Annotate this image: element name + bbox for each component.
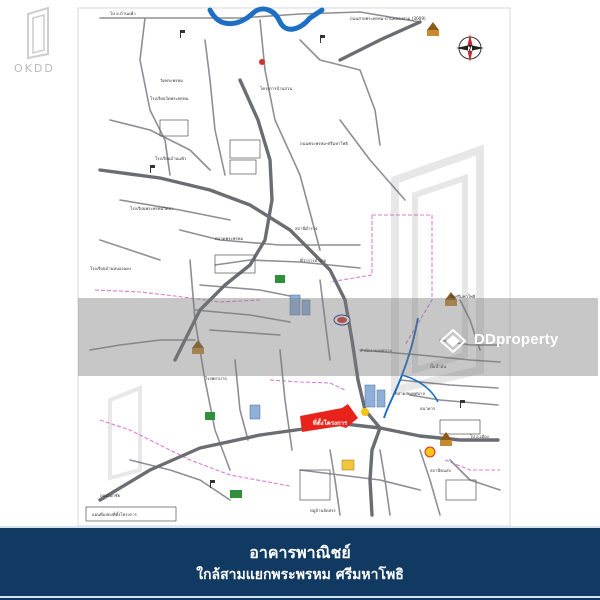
poi-label: หมู่บ้านจัดสรร [310, 508, 336, 514]
flag-icons [150, 30, 465, 488]
urban-blocks [159, 119, 481, 501]
poi-label: โครงการบ้านสวน [260, 86, 292, 91]
title-banner [0, 527, 600, 600]
poi-label: โรงเรียนพระพรหมวิทยา [130, 206, 173, 211]
banner-subtitle: ใกล้สามแยกพระพรหม ศรีมหาโพธิ [196, 567, 404, 583]
poi-label: สถานีตำรวจ [295, 226, 318, 231]
site-marker-label: ที่ตั้งโครงการ [313, 417, 348, 427]
road-label: โรงเรียนวัดพระพรหม [150, 96, 189, 101]
poi-label: วัดศรีมหาโพธิ [450, 294, 476, 299]
poi-labels: โรงเรียนพระพรหมวิทยา โครงการบ้านสวน วัดพ… [90, 78, 476, 514]
temple-icon [445, 292, 457, 306]
okdd-logo [27, 6, 49, 60]
poi-label: ที่ว่าการอำเภอ [300, 257, 327, 263]
hospital-icons [205, 59, 285, 498]
river [207, 6, 325, 32]
ddproperty-logo-icon [439, 328, 467, 354]
poi-label: วัดพระพรหม [160, 78, 183, 83]
poi-label: สำนักงานเทศบาล [360, 348, 392, 353]
minor-roads [89, 11, 501, 516]
road-label: ถนนพระพรหม-ศรีมหาโพธิ [300, 141, 348, 146]
temple-icons [192, 22, 457, 446]
road-label: ไป อ.เมือง [469, 433, 489, 439]
banner-title: อาคารพาณิชย์ [249, 543, 351, 562]
site-marker: ที่ตั้งโครงการ [300, 404, 369, 432]
temple-icon [440, 432, 452, 446]
gas-station-icon [333, 314, 351, 326]
temple-icon [192, 340, 204, 354]
road-label: ไป อ.บ้านแพ้ว [109, 10, 136, 16]
map-frame [77, 7, 511, 527]
poi-label: ธนาคาร [420, 406, 436, 411]
okdd-watermark [108, 144, 484, 481]
legend-label: แผนที่แสดงที่ตั้งโครงการ [92, 511, 138, 517]
okdd-watermark-text: OKDD [14, 62, 55, 75]
poi-label: สถานีขนส่ง [430, 468, 451, 473]
road-label: ถนนสายพระพรหม-บ้านคลองสาม (3009) [350, 16, 426, 21]
banner-top-line [0, 526, 600, 528]
poi-label: โรงพยาบาล [205, 376, 227, 381]
banner-bottom-line [0, 596, 600, 598]
compass-icon: N [456, 34, 484, 62]
poi-label: ตลาดพระพรหม [215, 236, 243, 241]
ddproperty-watermark: DDproperty [474, 331, 559, 348]
shell-icon [424, 446, 436, 458]
ddproperty-band [78, 298, 598, 376]
road-labels: ไป อ.บ้านแพ้ว ถนนสายพระพรหม-บ้านคลองสาม … [100, 10, 489, 498]
poi-label: ตลาดสดเทศบาล [395, 391, 425, 396]
map-legend: แผนที่แสดงที่ตั้งโครงการ [85, 506, 177, 522]
building-icons [249, 294, 386, 471]
district-boundary [94, 214, 500, 487]
road-label: โรงเรียนบ้านแพ้ว [155, 156, 187, 161]
road-label: ถนนเอกชัย [100, 493, 121, 498]
canal-branch [401, 374, 439, 403]
poi-label: โรงเรียนบ้านหนองแดง [90, 266, 131, 271]
poi-label: ปั๊มน้ำมัน [430, 363, 446, 369]
compass-letter: N [467, 46, 472, 53]
temple-icon [427, 22, 439, 36]
